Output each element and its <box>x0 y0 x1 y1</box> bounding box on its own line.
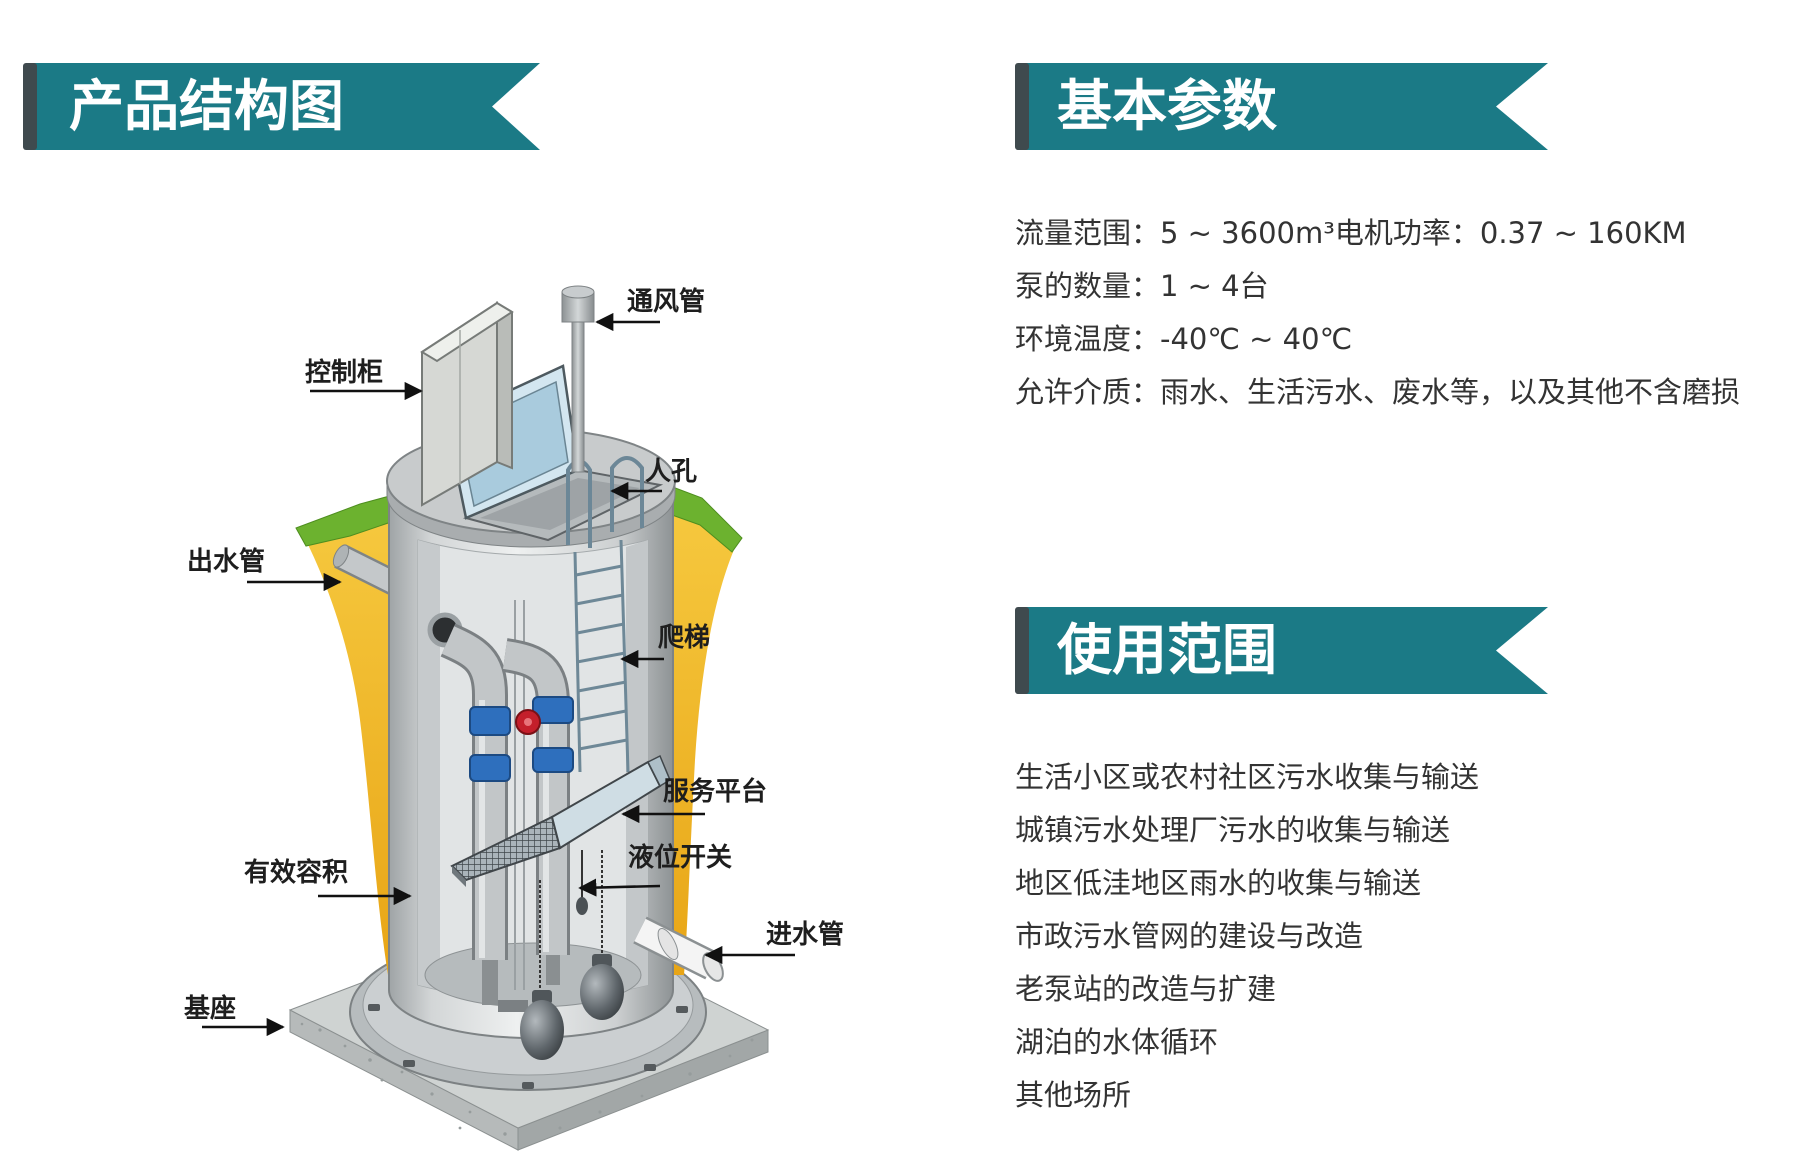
vent-pipe <box>561 285 595 473</box>
tank-interior <box>417 539 649 1008</box>
param-line-medium: 允许介质：雨水、生活污水、废水等，以及其他不含磨损 <box>1015 375 1741 409</box>
banner-basic-params: 基本参数 <box>1015 63 1548 150</box>
usage-item: 市政污水管网的建设与改造 <box>1015 919 1364 953</box>
usage-item: 老泵站的改造与扩建 <box>1015 972 1277 1006</box>
usage-item: 城镇污水处理厂污水的收集与输送 <box>1015 813 1451 847</box>
soil-right <box>669 485 743 975</box>
label-vent-pipe: 通风管 <box>627 287 705 317</box>
label-level-switch: 液位开关 <box>628 842 732 873</box>
usage-item: 地区低洼地区雨水的收集与输送 <box>1015 866 1422 900</box>
arrow-level-switch <box>578 878 661 897</box>
submersible-pump-2 <box>546 954 624 1020</box>
label-outlet-pipe: 出水管 <box>187 547 265 577</box>
service-platform <box>450 754 671 887</box>
section-title-usage: 使用范围 <box>1057 618 1278 682</box>
usage-item: 生活小区或农村社区污水收集与输送 <box>1015 760 1480 794</box>
label-ladder: 爬梯 <box>658 623 710 653</box>
submersible-pump-1 <box>482 960 564 1060</box>
section-title-params: 基本参数 <box>1057 74 1278 138</box>
pipe-couplings <box>469 696 574 782</box>
usage-list: 生活小区或农村社区污水收集与输送 城镇污水处理厂污水的收集与输送 地区低洼地区雨… <box>1015 751 1479 1122</box>
banner-shape <box>1015 607 1548 694</box>
usage-item: 其他场所 <box>1015 1078 1132 1112</box>
label-service-platform: 服务平台 <box>663 776 767 807</box>
ladder <box>573 539 630 773</box>
banner-product-structure: 产品结构图 <box>23 63 540 150</box>
banner-usage-scope: 使用范围 <box>1015 607 1548 694</box>
label-base: 基座 <box>184 993 236 1024</box>
section-title-structure: 产品结构图 <box>69 74 345 138</box>
param-line-temperature: 环境温度：-40℃ ~ 40℃ <box>1015 322 1353 356</box>
label-control-cabinet: 控制柜 <box>305 358 383 388</box>
inlet-pipe <box>633 916 724 982</box>
banner-shape <box>1015 63 1548 150</box>
params-list: 流量范围：5 ~ 3600m³电机功率：0.37 ~ 160KM 泵的数量：1 … <box>1015 207 1740 419</box>
pump-chains <box>539 850 603 995</box>
control-cabinet <box>420 301 514 507</box>
label-manhole: 人孔 <box>645 457 697 487</box>
param-line-flow-power: 流量范围：5 ~ 3600m³电机功率：0.37 ~ 160KM <box>1015 216 1687 250</box>
label-effective-volume: 有效容积 <box>244 857 348 888</box>
diagram-labels: 通风管 控制柜 人孔 出水管 爬梯 服务平台 液位开关 有效容积 进水管 基座 <box>184 287 844 1037</box>
banner-shape <box>23 63 540 150</box>
pump-station-diagram: 通风管 控制柜 人孔 出水管 爬梯 服务平台 液位开关 有效容积 进水管 基座 <box>184 285 844 1151</box>
usage-item: 湖泊的水体循环 <box>1015 1025 1219 1059</box>
label-inlet-pipe: 进水管 <box>766 920 844 950</box>
check-valve-red <box>515 709 541 735</box>
param-line-pump-count: 泵的数量：1 ~ 4台 <box>1015 269 1269 303</box>
